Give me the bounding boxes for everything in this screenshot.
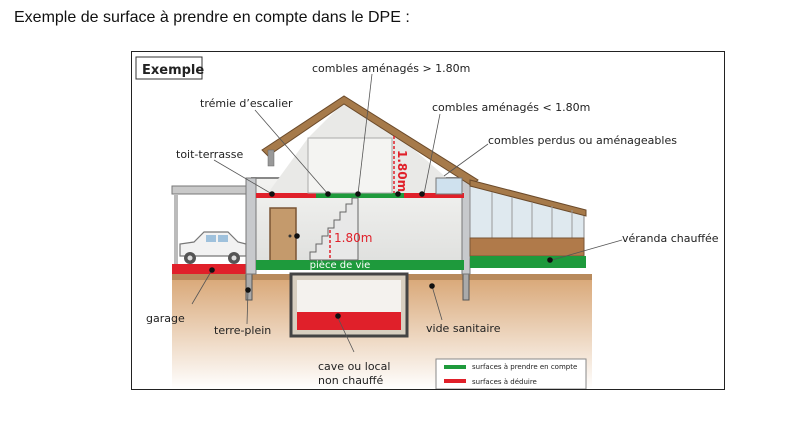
vide-sanitaire-pillar bbox=[462, 273, 470, 301]
page-heading: Exemple de surface à prendre en compte d… bbox=[14, 9, 410, 26]
leader-dots bbox=[209, 191, 553, 319]
label-tremie: trémie d’escalier bbox=[200, 97, 293, 110]
upper-window bbox=[435, 177, 463, 195]
door-knob bbox=[288, 234, 292, 238]
legend-exclude-label: surfaces à déduire bbox=[472, 378, 537, 386]
cave-interior bbox=[297, 280, 401, 316]
legend-include-swatch bbox=[444, 365, 466, 369]
label-terre-plein: terre-plein bbox=[214, 324, 271, 337]
legend-box bbox=[435, 358, 587, 390]
label-veranda: véranda chauffée bbox=[622, 232, 719, 245]
garage-post bbox=[174, 194, 178, 264]
leader-lines bbox=[191, 73, 623, 353]
terre-plein-pillar bbox=[245, 273, 253, 301]
house-diagram: Exemple pièce de vie 1.80m bbox=[135, 56, 719, 390]
label-toit-terrasse: toit-terrasse bbox=[176, 148, 244, 161]
veranda bbox=[469, 179, 587, 268]
label-cave-line2: non chauffé bbox=[318, 374, 383, 387]
label-garage: garage bbox=[146, 312, 185, 325]
title-box bbox=[135, 56, 203, 80]
piece-de-vie-label: pièce de vie bbox=[310, 259, 371, 271]
diagram-frame: Exemple pièce de vie 1.80m bbox=[131, 51, 725, 390]
legend-exclude-swatch bbox=[444, 379, 466, 383]
attic-height-label: 1.80m bbox=[395, 150, 409, 192]
legend: surfaces à prendre en compte surfaces à … bbox=[435, 358, 587, 390]
garage-roof bbox=[171, 185, 249, 195]
label-combles-perdus: combles perdus ou aménageables bbox=[488, 134, 677, 147]
label-vide-sanitaire: vide sanitaire bbox=[426, 322, 501, 335]
living-floor-include bbox=[256, 260, 464, 270]
drainpipe bbox=[267, 149, 275, 167]
attic-room bbox=[307, 137, 393, 194]
house-left-wall bbox=[245, 177, 257, 275]
upper-floor-exclude-right bbox=[404, 193, 464, 198]
label-cave-line1: cave ou local bbox=[318, 360, 390, 373]
label-combles-lt: combles aménagés < 1.80m bbox=[432, 101, 590, 114]
diagram-title: Exemple bbox=[142, 63, 204, 78]
staircase bbox=[309, 197, 359, 261]
legend-include-label: surfaces à prendre en compte bbox=[472, 363, 577, 371]
label-combles-gt: combles aménagés > 1.80m bbox=[312, 62, 470, 75]
room-height-label: 1.80m bbox=[334, 231, 372, 245]
door bbox=[269, 207, 297, 265]
car-icon bbox=[179, 231, 247, 264]
cave-floor-exclude bbox=[297, 312, 401, 330]
